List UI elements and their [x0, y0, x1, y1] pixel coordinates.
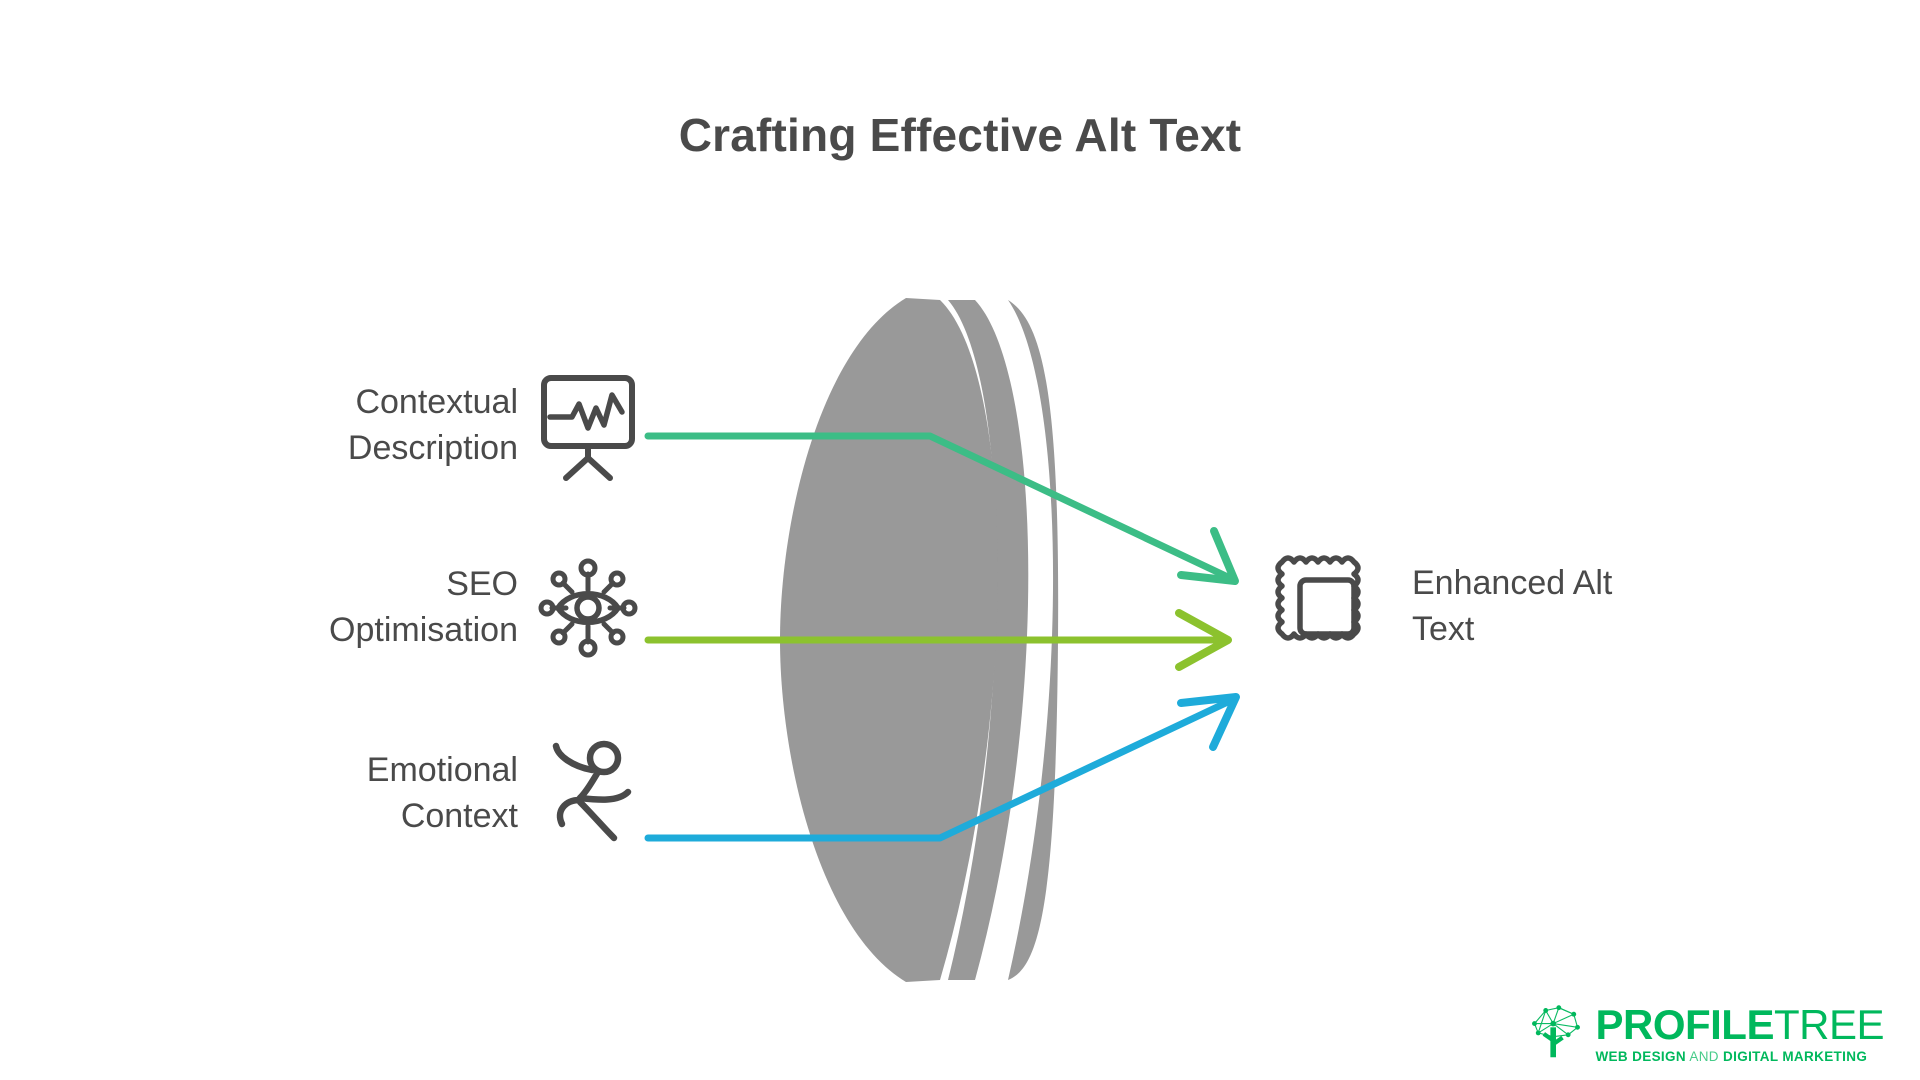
- network-tree-icon: [1527, 1003, 1585, 1066]
- flow-arrowhead-seo: [1175, 609, 1232, 671]
- profiletree-logo[interactable]: PROFILETREE WEB DESIGN AND DIGITAL MARKE…: [1527, 1003, 1885, 1066]
- logo-text-group: PROFILETREE WEB DESIGN AND DIGITAL MARKE…: [1595, 1003, 1884, 1064]
- scalloped-frame-icon: [1268, 548, 1386, 666]
- logo-tagline-part-1: WEB DESIGN: [1595, 1049, 1686, 1065]
- flow-arrowhead-contextual: [1177, 527, 1239, 585]
- input-label-contextual: Contextual Description: [347, 383, 518, 467]
- flow-line-contextual: [644, 432, 1239, 585]
- logo-word-profile: PROFILE: [1595, 1000, 1774, 1048]
- lens-layer-back: [1008, 300, 1059, 980]
- flow-line-emotional: [644, 693, 1240, 842]
- logo-tagline: WEB DESIGN AND DIGITAL MARKETING: [1595, 1049, 1884, 1064]
- eye-network-icon: [536, 552, 640, 664]
- output-block-enhanced-alt-text[interactable]: Enhanced Alt Text: [1268, 548, 1612, 666]
- logo-wordmark: PROFILETREE: [1595, 1003, 1884, 1045]
- logo-tagline-part-2: DIGITAL MARKETING: [1723, 1049, 1868, 1065]
- page-title: Crafting Effective Alt Text: [678, 109, 1242, 161]
- logo-tagline-part-and: AND: [1689, 1049, 1719, 1065]
- flow-line-seo: [644, 609, 1232, 671]
- output-label: Enhanced Alt Text: [1412, 564, 1613, 648]
- dancing-person-icon: [536, 738, 640, 850]
- input-label-emotional: Emotional Context: [366, 751, 518, 835]
- input-row-seo[interactable]: SEO Optimisation: [120, 552, 640, 664]
- input-row-contextual[interactable]: Contextual Description: [120, 370, 640, 482]
- flow-path-emotional: [644, 696, 1236, 842]
- flow-path-contextual: [644, 432, 1234, 582]
- input-row-emotional[interactable]: Emotional Context: [120, 738, 640, 850]
- input-label-seo: SEO Optimisation: [329, 565, 518, 649]
- presentation-chart-icon: [536, 370, 640, 482]
- logo-word-tree: TREE: [1773, 1000, 1885, 1048]
- flow-arrowhead-emotional: [1177, 693, 1240, 751]
